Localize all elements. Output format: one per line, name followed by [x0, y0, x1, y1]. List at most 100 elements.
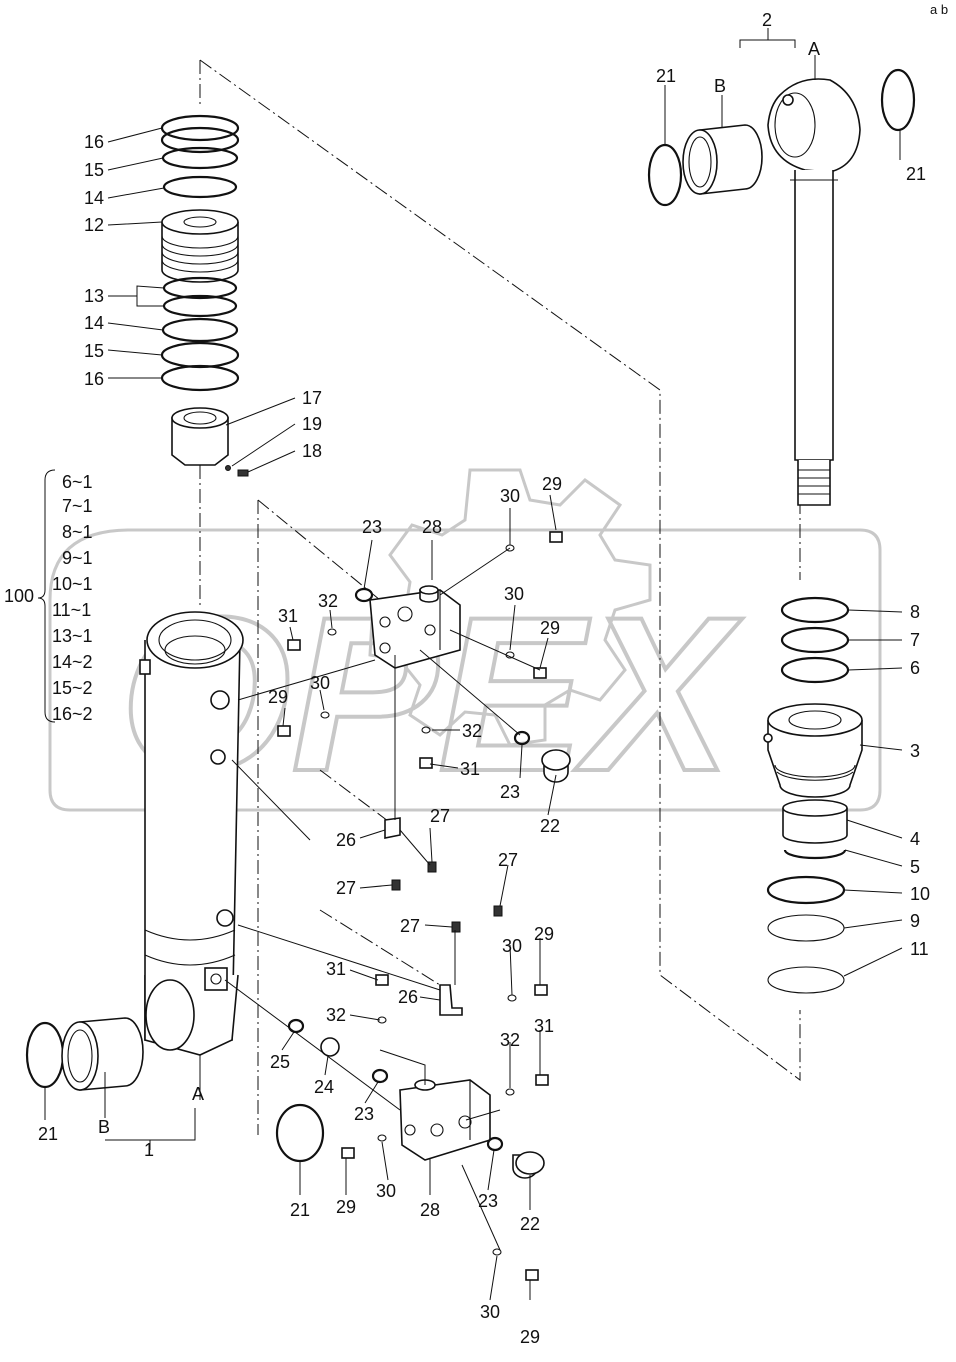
corner-mark: a b	[930, 2, 948, 17]
callout: 29	[336, 1197, 356, 1217]
callout: 30	[502, 936, 522, 956]
callout: 23	[500, 782, 520, 802]
brace-item: 6~1	[62, 472, 93, 492]
callout: 14	[84, 313, 104, 333]
callout: 29	[268, 687, 288, 707]
callout: 32	[318, 591, 338, 611]
callout: 30	[376, 1181, 396, 1201]
callout: 31	[326, 959, 346, 979]
part-24-fitting	[320, 1037, 340, 1057]
part-22-plug-b	[515, 1151, 545, 1175]
callout: 31	[460, 759, 480, 779]
callout: 21	[906, 164, 926, 184]
callout: 32	[500, 1030, 520, 1050]
leader-lines	[44, 28, 903, 1301]
part-14-top	[162, 175, 238, 199]
part-21-tr	[880, 68, 916, 132]
brace-item: 9~1	[62, 548, 93, 568]
alignment-lines	[199, 59, 801, 1135]
brace-group-100: 100 6~1 7~1 8~1 9~1 10~1 11~1 13~1 14~2 …	[4, 469, 93, 724]
callout: 30	[504, 584, 524, 604]
callout: 6	[910, 658, 920, 678]
callout: 29	[540, 618, 560, 638]
callout: 15	[84, 341, 104, 361]
callout: 5	[910, 857, 920, 877]
callout: B	[714, 76, 726, 96]
callout: 26	[336, 830, 356, 850]
brace-item: 8~1	[62, 522, 93, 542]
part-21-bl	[25, 1021, 65, 1089]
callout: 23	[478, 1191, 498, 1211]
callout: 22	[520, 1214, 540, 1234]
callout: 3	[910, 741, 920, 761]
callout: 17	[302, 388, 322, 408]
part-21-bm	[275, 1103, 325, 1163]
cylinder-tube	[139, 611, 244, 1056]
callout: 31	[278, 606, 298, 626]
callout: 14	[84, 188, 104, 208]
callout: 23	[354, 1104, 374, 1124]
callout: 2	[762, 10, 772, 30]
callout: 29	[534, 924, 554, 944]
clamps	[384, 817, 503, 1016]
part-14-bottom	[161, 317, 239, 343]
part-15-bottom	[160, 341, 240, 369]
callout: 9	[910, 911, 920, 931]
callout: 23	[362, 517, 382, 537]
callout: 26	[398, 987, 418, 1007]
brace-item: 11~1	[52, 600, 91, 620]
callout: 21	[290, 1200, 310, 1220]
part-22-plug	[541, 749, 571, 771]
part-6	[780, 656, 850, 684]
callout: 18	[302, 441, 322, 461]
callout: 12	[84, 215, 104, 235]
part-18-setscrew	[237, 469, 249, 477]
brace-label-100: 100	[4, 586, 34, 606]
callout: 16	[84, 369, 104, 389]
part-8	[780, 596, 850, 624]
part-21-tl	[647, 143, 683, 207]
callout: 30	[310, 673, 330, 693]
part-4-bushing	[782, 808, 848, 844]
callout: 31	[534, 1016, 554, 1036]
part-16-bottom	[160, 364, 240, 392]
brace-item: 10~1	[52, 574, 93, 594]
brace-item: 14~2	[52, 652, 93, 672]
callout: 29	[520, 1327, 540, 1347]
lower-valve-block	[275, 974, 549, 1281]
brace-item: 7~1	[62, 496, 93, 516]
part-9	[767, 914, 845, 942]
callout: 27	[400, 916, 420, 936]
callout: 8	[910, 602, 920, 622]
part-10	[766, 875, 846, 905]
callout: 32	[326, 1005, 346, 1025]
callout: 29	[542, 474, 562, 494]
callout: 25	[270, 1052, 290, 1072]
callout: 28	[420, 1200, 440, 1220]
callout: 27	[336, 878, 356, 898]
callout: 27	[430, 806, 450, 826]
brace-item: 13~1	[52, 626, 93, 646]
callout: 28	[422, 517, 442, 537]
bottom-bushing	[25, 1017, 144, 1091]
callout: 10	[910, 884, 930, 904]
callout: A	[808, 39, 820, 59]
part-17-nut	[171, 407, 229, 466]
callout: 1	[144, 1140, 154, 1160]
callout: 11	[910, 939, 929, 959]
part-19-ball	[225, 465, 231, 471]
callout: 27	[498, 850, 518, 870]
callout: 4	[910, 829, 920, 849]
callout: 22	[540, 816, 560, 836]
callout: 21	[38, 1124, 58, 1144]
part-11	[767, 966, 845, 994]
gland-stack	[763, 596, 863, 994]
callout: 15	[84, 160, 104, 180]
part-3-gland	[763, 703, 863, 798]
piston-ring-stack	[160, 114, 249, 477]
callout: 30	[480, 1302, 500, 1322]
callout: 19	[302, 414, 322, 434]
callout: 24	[314, 1077, 334, 1097]
part-16-top-b	[160, 126, 240, 154]
